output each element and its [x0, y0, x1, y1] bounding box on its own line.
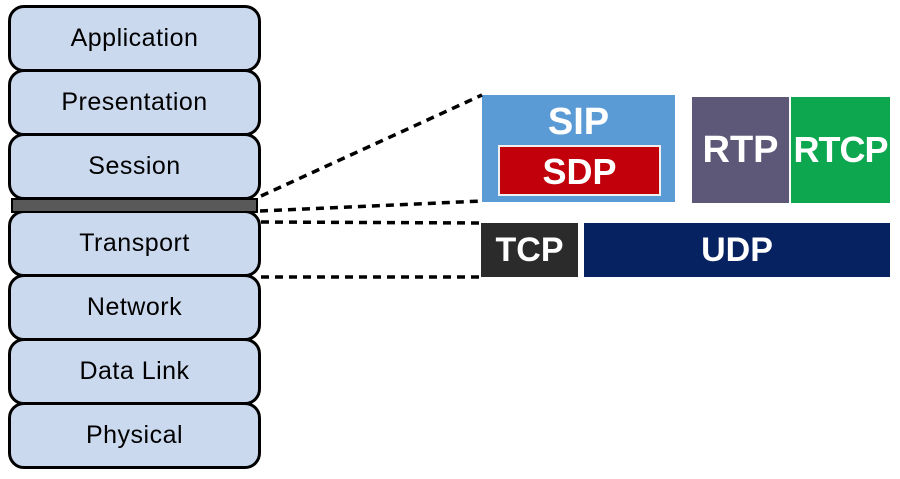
osi-layer-presentation: Presentation: [8, 69, 261, 136]
rtcp-label: RTCP: [793, 129, 889, 170]
sip-box: SIP SDP: [482, 95, 675, 202]
osi-layer-data-link: Data Link: [8, 338, 261, 405]
osi-layer-physical: Physical: [8, 402, 261, 469]
sip-label: SIP: [547, 101, 610, 143]
rtp-label: RTP: [702, 128, 779, 171]
sdp-label: SDP: [542, 150, 617, 192]
tcp-label: TCP: [495, 230, 564, 269]
osi-layer-application: Application: [8, 5, 261, 72]
tcp-box: TCP: [481, 223, 578, 277]
osi-layer-session: Session: [8, 133, 261, 200]
rtcp-box: RTCP: [791, 97, 890, 203]
sdp-box: SDP: [498, 145, 661, 196]
udp-box: UDP: [584, 223, 890, 277]
osi-layer-label: Application: [70, 24, 199, 52]
osi-layer-network: Network: [8, 274, 261, 341]
connector-transport-top-to-tcp-top: [260, 220, 482, 225]
connector-boundary-to-sip-top: [260, 93, 483, 198]
osi-layer-label: Data Link: [79, 357, 190, 385]
session-transport-separator-bar: [11, 198, 258, 213]
osi-layer-label: Session: [88, 152, 181, 180]
udp-label: UDP: [701, 230, 773, 269]
connector-boundary-to-sip-bottom: [259, 199, 483, 213]
osi-layer-label: Physical: [85, 421, 184, 449]
osi-layer-label: Presentation: [61, 88, 208, 116]
osi-stack: Application Presentation Session Transpo…: [8, 5, 261, 469]
osi-layer-label: Transport: [79, 229, 190, 257]
osi-layer-label: Network: [86, 293, 183, 321]
osi-layer-transport: Transport: [8, 210, 261, 277]
rtp-box: RTP: [692, 97, 789, 203]
